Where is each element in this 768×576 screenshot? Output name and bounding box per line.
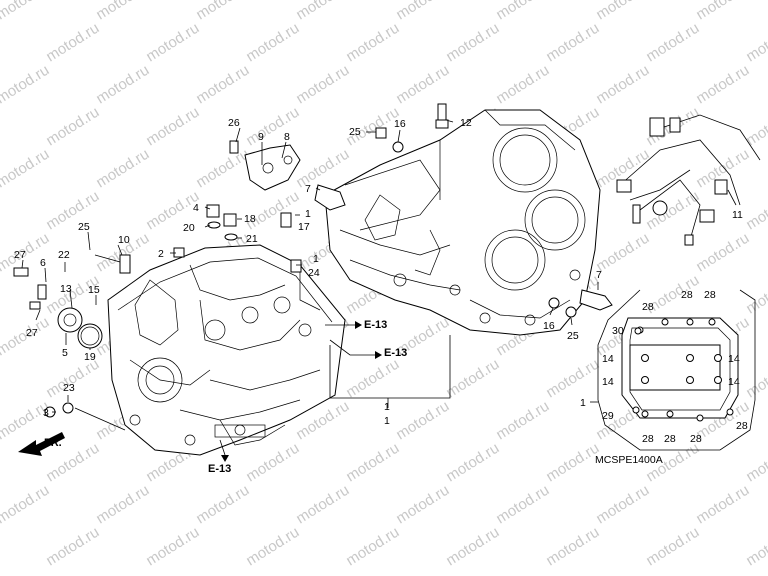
e13-marker-mid: E-13 xyxy=(384,347,407,359)
front-label: FR. xyxy=(44,437,62,449)
small-parts xyxy=(13,103,761,418)
callout-16-right: 16 xyxy=(543,320,555,332)
e13-marker-top: E-13 xyxy=(364,319,387,331)
callout-6: 6 xyxy=(40,257,46,269)
callout-7-left: 7 xyxy=(305,183,311,195)
callout-14-a: 14 xyxy=(602,353,614,365)
callout-1-lower: 1 xyxy=(384,401,390,413)
labels: 26 9 8 25 10 27 22 6 13 15 27 5 19 23 3 … xyxy=(14,117,748,475)
callout-15: 15 xyxy=(88,284,100,296)
callout-8: 8 xyxy=(284,131,290,143)
callout-14-b: 14 xyxy=(728,353,740,365)
callout-24: 24 xyxy=(308,267,320,279)
e13-arrows xyxy=(219,321,382,462)
callout-1-lower-b: 1 xyxy=(384,415,390,427)
callout-1-small2: 1 xyxy=(313,253,319,265)
callout-19: 19 xyxy=(84,351,96,363)
callout-25-left: 25 xyxy=(78,221,90,233)
callout-30: 30 xyxy=(612,325,624,337)
callout-22: 22 xyxy=(58,249,70,261)
callout-14-d: 14 xyxy=(728,376,740,388)
callout-1-small: 1 xyxy=(305,208,311,220)
callout-29: 29 xyxy=(602,410,614,422)
callout-25-right: 25 xyxy=(567,330,579,342)
callout-28-c: 28 xyxy=(704,289,716,301)
callout-14-c: 14 xyxy=(602,376,614,388)
callout-13: 13 xyxy=(60,283,72,295)
callout-10: 10 xyxy=(118,234,130,246)
callout-5: 5 xyxy=(62,347,68,359)
callout-12: 12 xyxy=(460,117,472,129)
diagram-code: MCSPE1400A xyxy=(595,454,663,466)
front-arrow xyxy=(18,432,65,456)
callout-27-bottom: 27 xyxy=(26,327,38,339)
callout-27-top: 27 xyxy=(14,249,26,261)
callout-21: 21 xyxy=(246,233,258,245)
callout-1-inset: 1 xyxy=(580,397,586,409)
callout-3: 3 xyxy=(43,407,49,419)
callout-28-b: 28 xyxy=(681,289,693,301)
lower-crankcase xyxy=(107,244,346,456)
callout-4: 4 xyxy=(193,202,199,214)
callout-2: 2 xyxy=(158,248,164,260)
e13-marker-bottom: E-13 xyxy=(208,463,231,475)
callout-28-a: 28 xyxy=(642,301,654,313)
callout-9: 9 xyxy=(258,131,264,143)
callout-20: 20 xyxy=(183,222,195,234)
callout-7-right: 7 xyxy=(596,269,602,281)
callout-28-g: 28 xyxy=(736,420,748,432)
callout-18: 18 xyxy=(244,213,256,225)
leader-lines xyxy=(21,119,737,431)
callout-23: 23 xyxy=(63,382,75,394)
callout-17: 17 xyxy=(298,221,310,233)
crankcase-inset xyxy=(590,289,756,451)
callout-16-top: 16 xyxy=(394,118,406,130)
callout-26: 26 xyxy=(228,117,240,129)
callout-11: 11 xyxy=(732,209,743,221)
callout-28-e: 28 xyxy=(664,433,676,445)
callout-28-f: 28 xyxy=(690,433,702,445)
callout-28-d: 28 xyxy=(642,433,654,445)
callout-25-top: 25 xyxy=(349,126,361,138)
